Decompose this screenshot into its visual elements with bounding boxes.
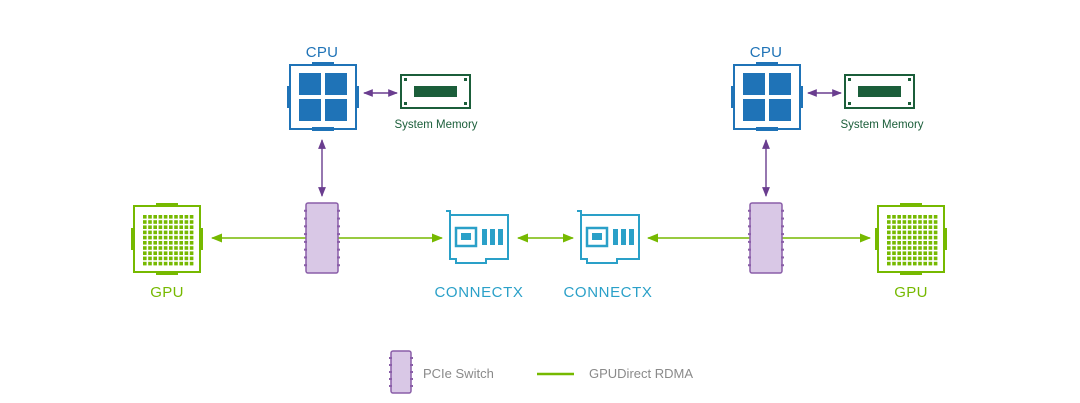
memory-left-label: System Memory — [394, 119, 477, 131]
network-card-icon — [446, 210, 509, 264]
connectx-right: CONNECTX — [564, 210, 653, 301]
legend: PCIe Switch GPUDirect RDMA — [389, 350, 693, 394]
legend-pcie-switch-label: PCIe Switch — [423, 366, 494, 381]
network-card-icon — [577, 210, 640, 264]
memory-module-icon — [400, 74, 471, 109]
pcie-links — [318, 89, 842, 197]
memory-left: System Memory — [394, 74, 478, 131]
cpu-left: CPU — [287, 44, 359, 131]
pcie-switch-icon — [748, 202, 784, 274]
memory-right-label: System Memory — [840, 119, 923, 131]
pcie-switch-icon — [304, 202, 340, 274]
memory-right: System Memory — [840, 74, 924, 131]
gpu-left-label: GPU — [150, 284, 183, 301]
cpu-right-label: CPU — [750, 44, 783, 61]
connectx-left-label: CONNECTX — [435, 284, 524, 301]
cpu-chip-icon — [731, 62, 803, 131]
legend-gpudirect-rdma-label: GPUDirect RDMA — [589, 366, 693, 381]
cpu-left-label: CPU — [306, 44, 339, 61]
legend-pcie-switch-swatch — [389, 350, 413, 394]
pcie-switch-left — [304, 202, 340, 274]
connectx-left: CONNECTX — [435, 210, 524, 301]
memory-module-icon — [844, 74, 915, 109]
gpu-chip-icon — [131, 203, 203, 275]
gpu-left: GPU — [131, 203, 203, 301]
gpu-chip-icon — [875, 203, 947, 275]
pcie-switch-right — [748, 202, 784, 274]
cpu-chip-icon — [287, 62, 359, 131]
cpu-right: CPU — [731, 44, 803, 131]
connectx-right-label: CONNECTX — [564, 284, 653, 301]
gpu-right: GPU — [875, 203, 947, 301]
gpu-right-label: GPU — [894, 284, 927, 301]
